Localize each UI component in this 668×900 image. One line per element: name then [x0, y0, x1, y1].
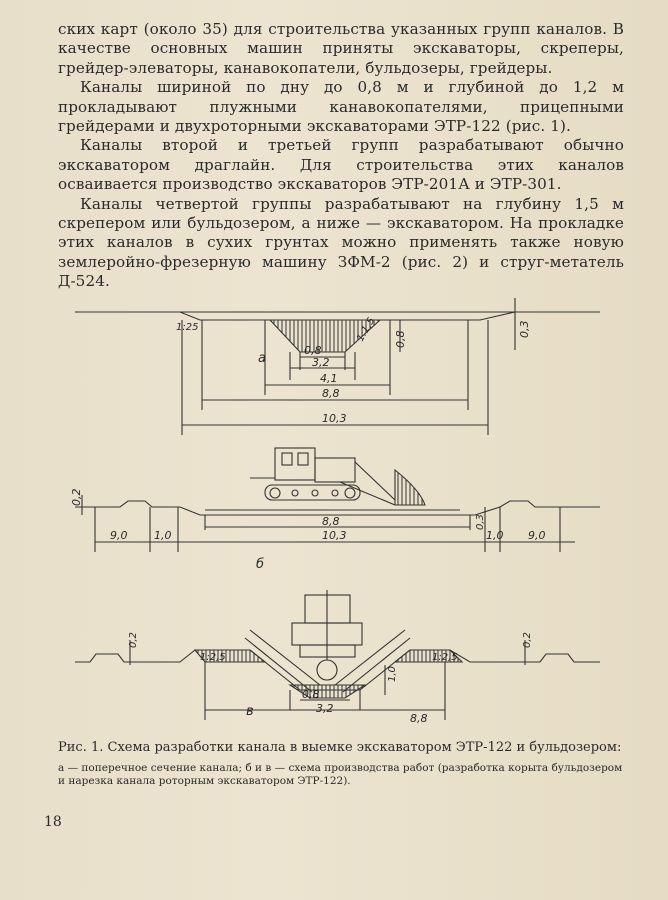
a-w3: 8,8	[322, 387, 340, 400]
a-slope-left: 1:25	[176, 322, 198, 333]
b-h: 0,2	[70, 489, 83, 507]
a-depth: 0,8	[394, 331, 407, 349]
b-w-outer: 10,3	[322, 529, 347, 542]
a-w2: 4,1	[320, 372, 338, 385]
b-step: 0,3	[475, 514, 486, 530]
a-w1: 3,2	[312, 356, 330, 369]
figure-caption: Рис. 1. Схема разработки канала в выемке…	[58, 740, 628, 788]
figure-1: 1:25 1:1,5 а 0,8 0,8 3,2 4,1 8,8 10,3 0,…	[0, 290, 668, 740]
paragraph-1: ских карт (около 35) для строительства у…	[58, 20, 624, 77]
c-h-left: 0,2	[128, 632, 139, 648]
bulldozer-drawing	[250, 447, 426, 506]
c-h-right: 0,2	[522, 632, 533, 648]
paragraph-4: Каналы четвертой группы разрабатывают на…	[58, 194, 624, 291]
c-depth: 1,0	[387, 666, 398, 682]
paragraph-2: Каналы шириной по дну до 0,8 м и глубино…	[58, 78, 624, 136]
page-number: 18	[44, 814, 62, 830]
section-b	[75, 447, 600, 552]
a-letter: а	[258, 351, 266, 366]
caption-legend: а — поперечное сечение канала; б и в — с…	[58, 762, 623, 787]
paragraph-3: Каналы второй и третьей групп разрабатыв…	[58, 136, 624, 194]
b-left-spoil: 9,0	[110, 529, 128, 542]
c-bottom: 0,8	[302, 688, 320, 701]
section-c	[75, 590, 600, 720]
c-slope-left: 1:2,5	[200, 652, 226, 663]
c-w2: 8,8	[410, 712, 428, 725]
b-left-berm: 1,0	[154, 529, 172, 542]
a-w4: 10,3	[322, 412, 347, 425]
b-w-inner: 8,8	[322, 515, 340, 528]
caption-title: Рис. 1. Схема разработки канала в выемке…	[58, 740, 622, 755]
b-right-spoil: 9,0	[528, 529, 546, 542]
a-bottom: 0,8	[304, 344, 322, 357]
body-text: ских карт (около 35) для строительства у…	[58, 20, 624, 292]
rotor-excavator-drawing	[244, 590, 411, 693]
c-slope-right: 1:2,5	[432, 652, 458, 663]
b-letter: б	[256, 557, 264, 572]
c-letter: в	[246, 704, 254, 719]
figure-drawing: 1:25 1:1,5 а 0,8 0,8 3,2 4,1 8,8 10,3 0,…	[70, 298, 600, 725]
c-w1: 3,2	[316, 702, 334, 715]
b-right-berm: 1,0	[486, 529, 504, 542]
section-a	[75, 298, 600, 435]
a-step: 0,3	[518, 321, 531, 339]
